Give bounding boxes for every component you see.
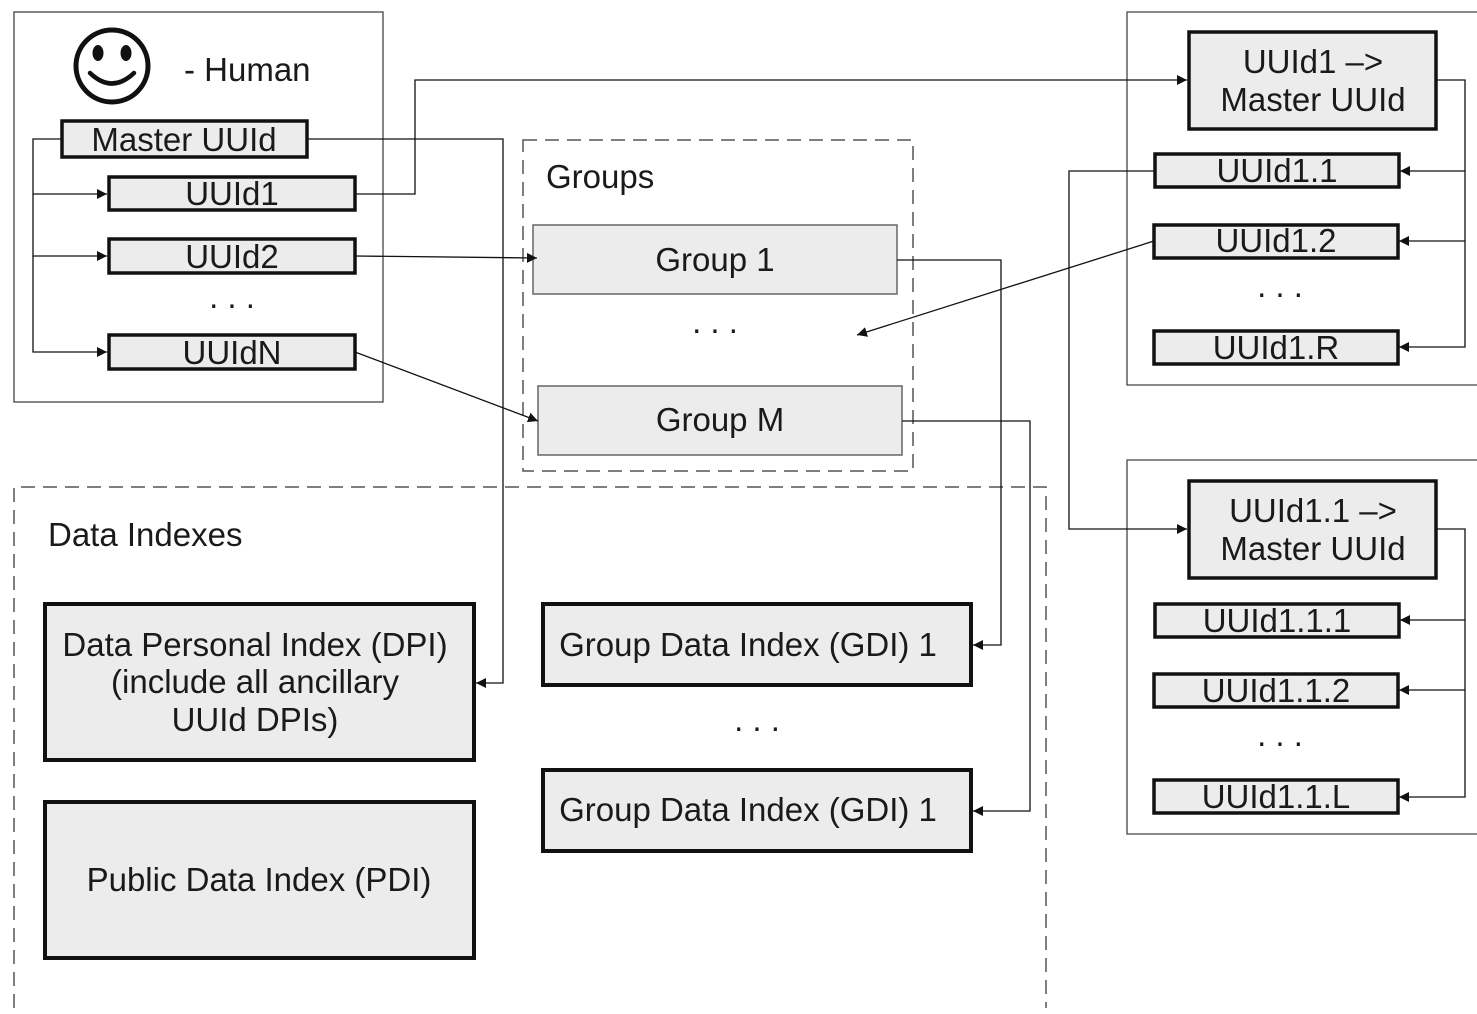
uuidn-to-groupm-arrow: [354, 351, 539, 423]
uuid1-ellipsis: . . .: [1257, 267, 1303, 304]
uuid1-to-panel-arrow: [355, 75, 1187, 195]
uuid1-1-2-label: UUId1.1.2: [1202, 672, 1351, 709]
gdi-2-label: Group Data Index (GDI) 1: [559, 791, 937, 828]
uuid2-to-group1-arrow: [354, 252, 538, 263]
gdi-ellipsis: . . .: [734, 701, 780, 738]
master-uuid-label: Master UUId: [91, 121, 276, 158]
uuid2-box: UUId2: [107, 237, 357, 275]
uuid1-1-box: UUId1.1: [1153, 152, 1401, 189]
group-1-box: Group 1: [532, 224, 898, 295]
data-indexes-title: Data Indexes: [48, 516, 242, 553]
uuid11-master-to-uuid1-1-l-arrow: [1399, 690, 1466, 802]
uuid1-box: UUId1: [107, 175, 357, 212]
group-m-label: Group M: [656, 401, 784, 438]
uuid11-master-line-2: Master UUId: [1220, 530, 1405, 567]
uuid1-master-to-uuid1-1-arrow: [1400, 79, 1466, 176]
uuid1-r-label: UUId1.R: [1213, 329, 1340, 366]
uuid1-1-1-box: UUId1.1.1: [1153, 602, 1401, 639]
uuid1-1-l-box: UUId1.1.L: [1152, 778, 1400, 815]
dpi-line-1: Data Personal Index (DPI): [62, 626, 447, 663]
master-to-dpi-arrow: [307, 138, 504, 688]
uuidn-label: UUIdN: [182, 334, 281, 371]
uuidn-box: UUIdN: [107, 333, 357, 371]
uuid1-1-l-label: UUId1.1.L: [1202, 778, 1351, 815]
uuid1-2-box: UUId1.2: [1152, 222, 1400, 260]
uuid11-ellipsis: . . .: [1257, 716, 1303, 753]
uuid1-1-to-panel-arrow: [1068, 170, 1187, 534]
uuid1-master-line-1: UUId1 –>: [1243, 43, 1383, 80]
dpi-line-3: UUId DPIs): [172, 701, 339, 738]
groupm-to-gdi2-arrow: [902, 420, 1031, 816]
groups-title: Groups: [546, 158, 654, 195]
data-indexes-container: [13, 486, 1047, 1008]
dpi-line-2: (include all ancillary: [111, 663, 399, 700]
uuid1-2-label: UUId1.2: [1215, 222, 1336, 259]
dpi-box: Data Personal Index (DPI) (include all a…: [43, 602, 476, 762]
group1-to-gdi1-arrow: [897, 259, 1002, 650]
uuid1-r-box: UUId1.R: [1152, 329, 1400, 366]
uuid1-master-to-uuid1-r-arrow: [1399, 241, 1466, 352]
uuid1-2-to-groups-arrow: [856, 240, 1155, 337]
pdi-box: Public Data Index (PDI): [43, 800, 476, 960]
uuid11-master-box: UUId1.1 –> Master UUId: [1187, 479, 1438, 580]
smiley-icon: [73, 27, 151, 105]
uuid11-master-to-uuid1-1-1-arrow: [1400, 528, 1466, 625]
master-to-uuid1-arrow: [32, 138, 107, 199]
uuid1-1-1-label: UUId1.1.1: [1203, 602, 1352, 639]
uuid1-master-box: UUId1 –> Master UUId: [1187, 30, 1438, 131]
master-uuid-box: Master UUId: [60, 119, 309, 159]
gdi-1-label: Group Data Index (GDI) 1: [559, 626, 937, 663]
human-label: - Human: [184, 51, 311, 88]
uuid1-1-label: UUId1.1: [1216, 152, 1337, 189]
groups-ellipsis: . . .: [692, 303, 738, 340]
master-to-uuidn-arrow: [32, 256, 107, 357]
groups-container: [522, 139, 914, 472]
uuid11-master-line-1: UUId1.1 –>: [1229, 492, 1397, 529]
human-ellipsis: . . .: [209, 278, 255, 315]
uuid1-1-2-box: UUId1.1.2: [1152, 672, 1400, 709]
uuid1-label: UUId1: [185, 175, 279, 212]
gdi-2-box: Group Data Index (GDI) 1: [541, 768, 973, 853]
uuid2-label: UUId2: [185, 238, 279, 275]
uuid1-master-line-2: Master UUId: [1220, 81, 1405, 118]
pdi-label: Public Data Index (PDI): [87, 861, 432, 898]
group-m-box: Group M: [537, 385, 903, 456]
group-1-label: Group 1: [655, 241, 774, 278]
gdi-1-box: Group Data Index (GDI) 1: [541, 602, 973, 687]
